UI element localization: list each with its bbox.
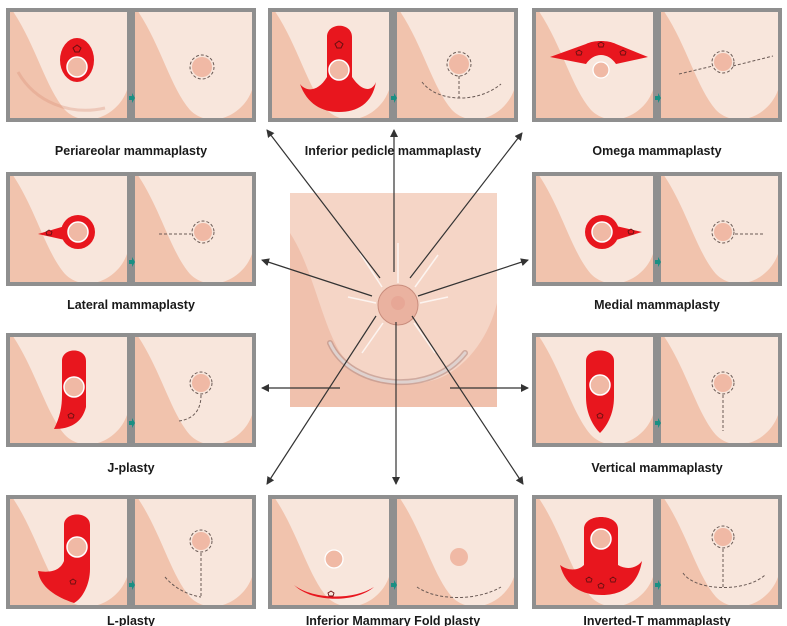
- teal-right-arrow-icon: [391, 93, 397, 103]
- after-image: [661, 499, 778, 605]
- teal-right-arrow-icon: [391, 580, 397, 590]
- after-image: [661, 12, 778, 118]
- teal-right-arrow-icon: [129, 418, 135, 428]
- panel-periareolar: [6, 8, 256, 122]
- teal-right-arrow-icon: [655, 257, 661, 267]
- after-image: [135, 176, 252, 282]
- teal-right-arrow-icon: [129, 93, 135, 103]
- panel-l-plasty: [6, 495, 256, 609]
- technique-label: L-plasty: [107, 614, 155, 626]
- panel-inferior-mammary-fold: [268, 495, 518, 609]
- before-image: [10, 12, 127, 118]
- before-image: [272, 499, 389, 605]
- technique-label: Inferior pedicle mammaplasty: [304, 144, 482, 158]
- after-image: [135, 499, 252, 605]
- panel-lateral: [6, 172, 256, 286]
- technique-label: Inverted-T mammaplasty: [583, 614, 731, 626]
- teal-right-arrow-icon: [655, 580, 661, 590]
- before-image: [10, 176, 127, 282]
- panel-vertical: [532, 333, 782, 447]
- panel-medial: [532, 172, 782, 286]
- after-image: [135, 12, 252, 118]
- panel-inferior-pedicle: [268, 8, 518, 122]
- technique-label: Vertical mammaplasty: [591, 461, 723, 475]
- technique-label: Inferior Mammary Fold plasty: [305, 614, 481, 626]
- technique-label: Lateral mammaplasty: [67, 298, 195, 312]
- before-image: [536, 12, 653, 118]
- teal-right-arrow-icon: [655, 93, 661, 103]
- after-image: [397, 499, 514, 605]
- before-image: [536, 337, 653, 443]
- technique-label: Omega mammaplasty: [592, 144, 722, 158]
- panel-omega: [532, 8, 782, 122]
- teal-right-arrow-icon: [129, 257, 135, 267]
- before-image: [536, 176, 653, 282]
- after-image: [661, 176, 778, 282]
- technique-label: Medial mammaplasty: [594, 298, 720, 312]
- before-image: [536, 499, 653, 605]
- before-image: [10, 337, 127, 443]
- technique-label: J-plasty: [107, 461, 155, 475]
- after-image: [135, 337, 252, 443]
- after-image: [397, 12, 514, 118]
- before-image: [10, 499, 127, 605]
- before-image: [272, 12, 389, 118]
- teal-right-arrow-icon: [129, 580, 135, 590]
- panel-j-plasty: [6, 333, 256, 447]
- panel-inverted-t: [532, 495, 782, 609]
- central-breast-illustration: [290, 193, 497, 407]
- central-breast-drawing: [290, 193, 497, 407]
- after-image: [661, 337, 778, 443]
- technique-label: Periareolar mammaplasty: [54, 144, 208, 158]
- teal-right-arrow-icon: [655, 418, 661, 428]
